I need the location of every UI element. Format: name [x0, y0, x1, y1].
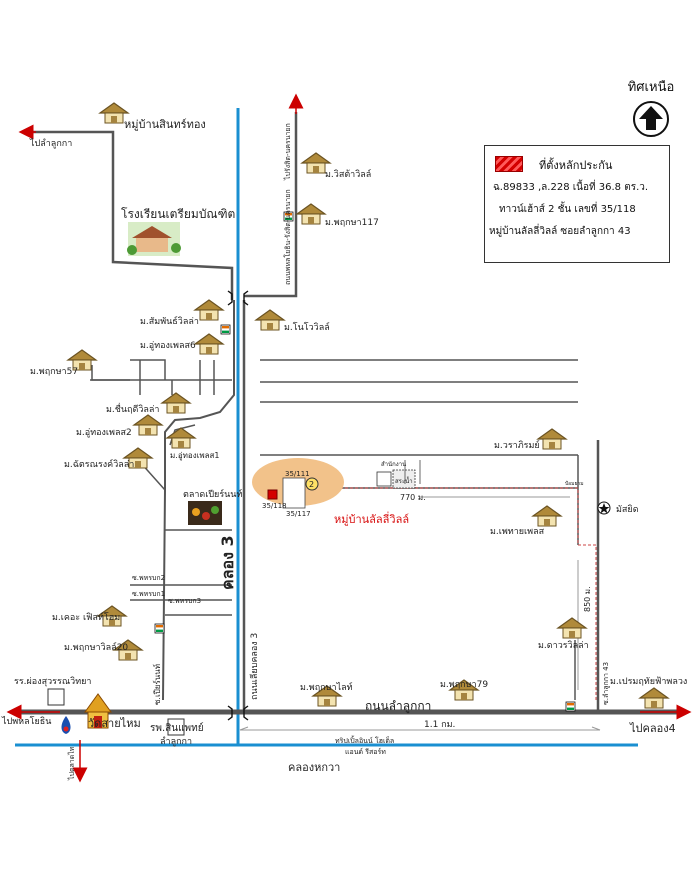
label-market: ตลาดเปียร์นนท์	[183, 488, 242, 500]
north-indicator: ทิศเหนือ	[622, 76, 680, 141]
store-icon	[565, 701, 576, 712]
label-soi-c: ซ.พหรบก3	[168, 597, 201, 605]
label-uthong6: ม.อู่ทองเพลส6	[140, 341, 196, 351]
label-premrutai: ม.เปรมฤทัยฟ้าพลวง	[610, 676, 687, 687]
legend-line2: ทาวน์เฮ้าส์ 2 ชั้น เลขที่ 35/118	[499, 204, 636, 215]
legend-line3: หมู่บ้านลัลลี่วิลล์ ซอยลำลูกกา 43	[489, 226, 631, 237]
label-sampan: ม.สัมพันธ์วิลล่า	[140, 315, 199, 327]
label-school: โรงเรียนเตรียมบัณฑิต	[121, 207, 235, 221]
label-num2: 2	[309, 480, 314, 489]
property-marker	[267, 489, 278, 500]
store-icon	[220, 324, 231, 335]
house-icon	[161, 392, 191, 414]
temple-icon	[84, 693, 112, 729]
north-label: ทิศเหนือ	[627, 80, 675, 95]
label-to-phahon: ไปพหลโยธิน	[1, 716, 51, 727]
label-klong-hokwa: คลองหกวา	[288, 761, 340, 774]
legend-title: ที่ตั้งหลักประกัน	[539, 159, 613, 172]
label-h111: 35/111	[285, 470, 310, 478]
house-icon	[639, 687, 669, 709]
store-icon	[154, 623, 165, 634]
label-school2: รร.ผ่องสุวรรณวิทยา	[14, 676, 91, 687]
label-road-main: ถนนลำลูกกา	[365, 699, 431, 714]
house-icon	[166, 427, 196, 449]
label-office: สำนักงาน	[381, 461, 406, 468]
label-to-klong4: ไปคลอง4	[629, 722, 676, 735]
label-to-lamlukka: ไปลำลูกกา	[29, 138, 72, 149]
label-nobo: ม.โนโววิลล์	[284, 321, 330, 333]
house-icon	[255, 309, 285, 331]
gas-station-icon	[61, 716, 71, 734]
label-chuenruedee: ม.ชื่นฤดีวิลล่า	[106, 402, 160, 415]
label-pool: สระน้ำ	[395, 475, 413, 485]
label-soi-a: ซ.พหรบก2	[132, 574, 165, 582]
label-h118: 35/118	[262, 502, 287, 510]
label-pruksa79: ม.พฤกษา79	[440, 680, 488, 690]
label-lally: หมู่บ้านลัลลี่วิลล์	[334, 511, 409, 526]
label-waraporn: ม.วราภิรมย์	[494, 439, 540, 451]
label-tawan: ม.ดาวรวิลล่า	[538, 640, 589, 651]
house-icon	[194, 299, 224, 321]
label-soi-b: ซ.พหรบก1	[132, 590, 165, 598]
house-icon	[532, 505, 562, 527]
label-road-klong3: ถนนเลียบคลอง 3	[249, 633, 260, 700]
label-triple2: แอนด์ รีสอร์ท	[345, 748, 386, 756]
label-pruksalight: ม.พฤกษาไลท์	[300, 681, 353, 693]
north-arrow-icon	[633, 101, 669, 137]
mosque-icon	[597, 501, 611, 515]
label-hospital-sub: ลำลูกกา	[160, 736, 192, 747]
label-hospital: รพ.สินแพทย์	[150, 722, 204, 734]
house-icon	[133, 414, 163, 436]
label-kasa: ม.เคอะ เฟิสท์โฮม	[52, 611, 120, 623]
label-pruksa117: ม.พฤกษา117	[325, 218, 379, 228]
label-mosque: มัสยิด	[616, 504, 639, 515]
hospital-icon	[167, 718, 185, 736]
label-klong3: คลอง 3	[218, 535, 237, 590]
road-west	[162, 300, 235, 701]
label-h117: 35/117	[286, 510, 311, 518]
school2-icon	[47, 688, 65, 706]
label-soi43: ซ.ลำลูกกา 43	[602, 662, 610, 705]
label-triple: ทริปเปิ้ลอินน์ โฮเต็ล	[335, 734, 394, 745]
label-dist-11: 1.1 กม.	[424, 720, 455, 730]
house-icon	[557, 617, 587, 639]
label-dist-850: 850 ม.	[583, 586, 592, 612]
school-icon	[127, 222, 181, 256]
house-icon	[194, 333, 224, 355]
label-pethai: ม.เพทายเพลส	[490, 527, 545, 537]
label-pruksavilla20: ม.พฤกษาวิลล์20	[64, 641, 128, 653]
house-icon	[296, 203, 326, 225]
label-sintong: หมู่บ้านสินทร์ทอง	[124, 118, 206, 131]
label-to-rangsit: ไปรังสิต-นครนายก	[283, 123, 292, 181]
label-wat: วัดสายไหม	[88, 717, 141, 730]
label-pruksa57: ม.พฤกษา57	[30, 367, 78, 377]
label-road-rangsit: ถนนพหลโยธิน-รังสิต-นครนายก	[283, 189, 292, 285]
label-soi-pienon: ซ.เปียร์นนท์	[152, 664, 162, 705]
label-uthong1: ม.อู่ทองเพลส1	[170, 451, 220, 461]
legend-line1: ฉ.89833 ,ล.228 เนื้อที่ 36.8 ตร.ว.	[493, 182, 649, 193]
legend-swatch	[495, 156, 523, 172]
house-icon	[537, 428, 567, 450]
market-icon	[188, 501, 222, 525]
label-vista: ม.วิสต้าวิลล์	[325, 168, 371, 180]
label-chatchai: ม.ฉัตรณรงค์วิลล่า	[64, 458, 134, 470]
legend: ที่ตั้งหลักประกัน ฉ.89833 ,ล.228 เนื้อที…	[484, 145, 670, 263]
label-dist-770: 770 ม.	[400, 493, 426, 502]
label-gate: ป้อมยาม	[565, 480, 584, 487]
label-to-talad: ไปตลาดไท	[67, 746, 76, 781]
label-uthong2: ม.อู่ทองเพลส2	[76, 428, 132, 438]
